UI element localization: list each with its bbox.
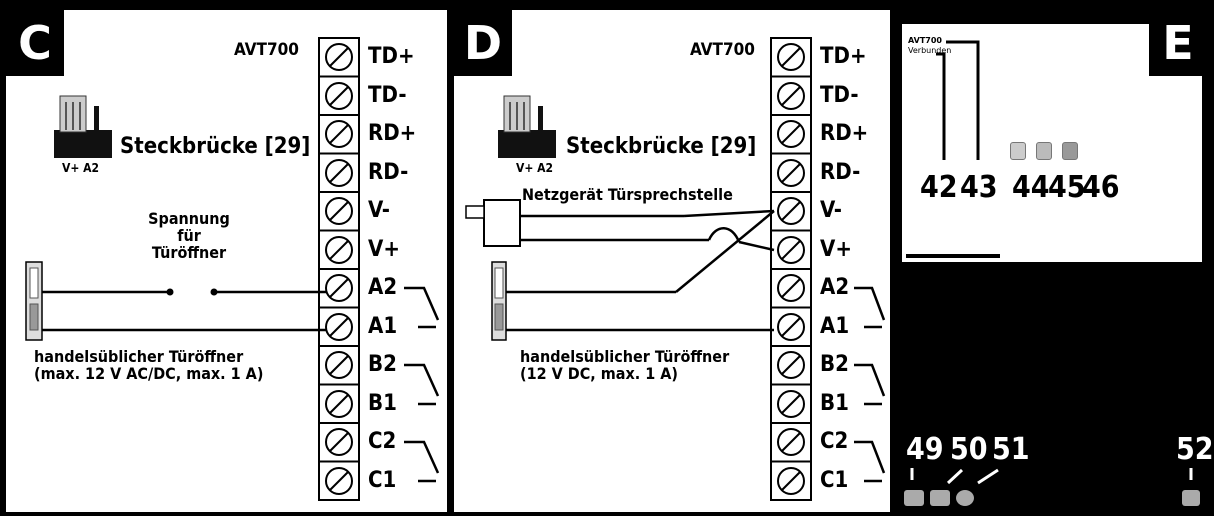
callout-45: 45 xyxy=(1048,170,1086,205)
panel-d-graphics xyxy=(465,37,886,501)
callout-lines-bottom xyxy=(910,468,1193,485)
terminal-a2: A2 xyxy=(820,275,850,300)
device-model-label: AVT700 xyxy=(690,40,755,60)
camera-add-icon[interactable] xyxy=(904,490,924,506)
door-opener-label: handelsüblicher Türöffner (max. 12 V AC/… xyxy=(34,347,264,383)
terminal-td-minus: TD- xyxy=(820,83,859,108)
terminal-a1: A1 xyxy=(368,314,398,339)
terminal-v-minus: V- xyxy=(368,198,390,223)
panel-d-wiring: D xyxy=(452,8,892,514)
callout-51: 51 xyxy=(992,432,1030,467)
panel-e-screen: AVT700 Verbunden 42 43 44 45 46 E 49 50 … xyxy=(896,8,1214,514)
callout-46: 46 xyxy=(1082,170,1120,205)
callout-52: 52 xyxy=(1176,432,1214,467)
terminal-b1: B1 xyxy=(368,391,397,416)
callout-43: 43 xyxy=(960,170,998,205)
callout-42: 42 xyxy=(920,170,958,205)
camera-settings-icon[interactable] xyxy=(930,490,950,506)
terminal-v-minus: V- xyxy=(820,198,842,223)
screen-status-text: Verbunden xyxy=(908,46,952,55)
screen-device-title: AVT700 xyxy=(908,36,942,45)
gear-icon[interactable] xyxy=(1010,142,1026,160)
door-opener-label: handelsüblicher Türöffner (12 V DC, max.… xyxy=(520,347,730,383)
terminal-c1: C1 xyxy=(368,468,397,493)
terminal-c2: C2 xyxy=(820,429,849,454)
power-supply-label: Netzgerät Türsprechstelle xyxy=(522,185,733,204)
terminal-td-minus: TD- xyxy=(368,83,407,108)
callout-lines-top xyxy=(906,40,1000,258)
panel-c-wiring: C xyxy=(4,8,449,514)
terminal-v-plus: V+ xyxy=(820,237,852,262)
terminal-rd-minus: RD- xyxy=(820,160,861,185)
bridge-pins-label: V+ A2 xyxy=(516,161,554,175)
terminal-c1: C1 xyxy=(820,468,849,493)
refresh-icon[interactable] xyxy=(956,490,974,506)
bridge-label: Steckbrücke [29] xyxy=(120,134,311,159)
voltage-label: Spannung für Türöffner xyxy=(148,209,230,262)
bridge-label: Steckbrücke [29] xyxy=(566,134,757,159)
screen-titlebar xyxy=(902,14,1202,24)
panel-letter-c: C xyxy=(6,10,64,76)
device-model-label: AVT700 xyxy=(234,40,299,60)
terminal-b2: B2 xyxy=(820,352,849,377)
terminal-td-plus: TD+ xyxy=(820,44,867,69)
terminal-v-plus: V+ xyxy=(368,237,400,262)
callout-50: 50 xyxy=(950,432,988,467)
terminal-a2: A2 xyxy=(368,275,398,300)
bridge-pins-label: V+ A2 xyxy=(62,161,100,175)
terminal-td-plus: TD+ xyxy=(368,44,415,69)
panel-letter-d: D xyxy=(454,10,512,76)
info-icon[interactable] xyxy=(1182,490,1200,506)
terminal-rd-minus: RD- xyxy=(368,160,409,185)
trash-icon[interactable] xyxy=(1036,142,1052,160)
terminal-b1: B1 xyxy=(820,391,849,416)
copy-icon[interactable] xyxy=(1062,142,1078,160)
terminal-a1: A1 xyxy=(820,314,850,339)
callout-44: 44 xyxy=(1012,170,1050,205)
callout-49: 49 xyxy=(906,432,944,467)
terminal-rd-plus: RD+ xyxy=(368,121,417,146)
panel-letter-e: E xyxy=(1149,10,1207,76)
terminal-rd-plus: RD+ xyxy=(820,121,869,146)
panel-c-graphics xyxy=(25,37,440,501)
terminal-c2: C2 xyxy=(368,429,397,454)
terminal-b2: B2 xyxy=(368,352,397,377)
